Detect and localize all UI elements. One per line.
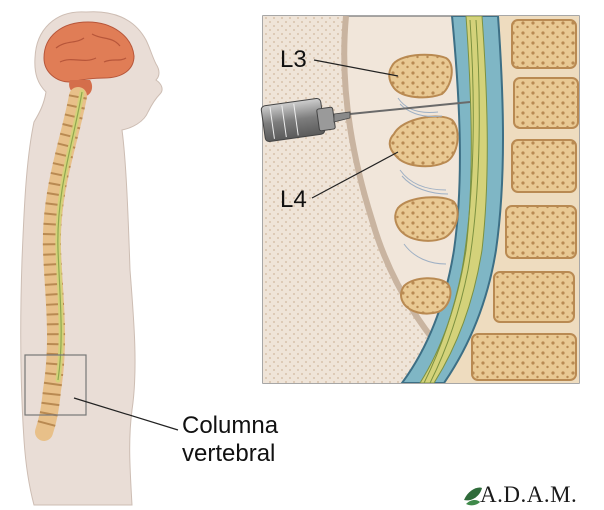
label-l4: L4: [280, 186, 307, 214]
label-column-line1: Columna: [182, 412, 278, 440]
logo-text: A.D.A.M.: [480, 482, 577, 508]
label-columna-vertebral: Columna vertebral: [182, 412, 278, 468]
vertebra-l3: [389, 55, 452, 98]
vertebra-l5: [395, 197, 457, 241]
adam-logo: A.D.A.M.: [480, 482, 577, 508]
label-l3: L3: [280, 46, 307, 74]
human-figure: [21, 12, 178, 505]
lumbar-inset: [261, 16, 579, 383]
label-column-line2: vertebral: [182, 440, 278, 468]
